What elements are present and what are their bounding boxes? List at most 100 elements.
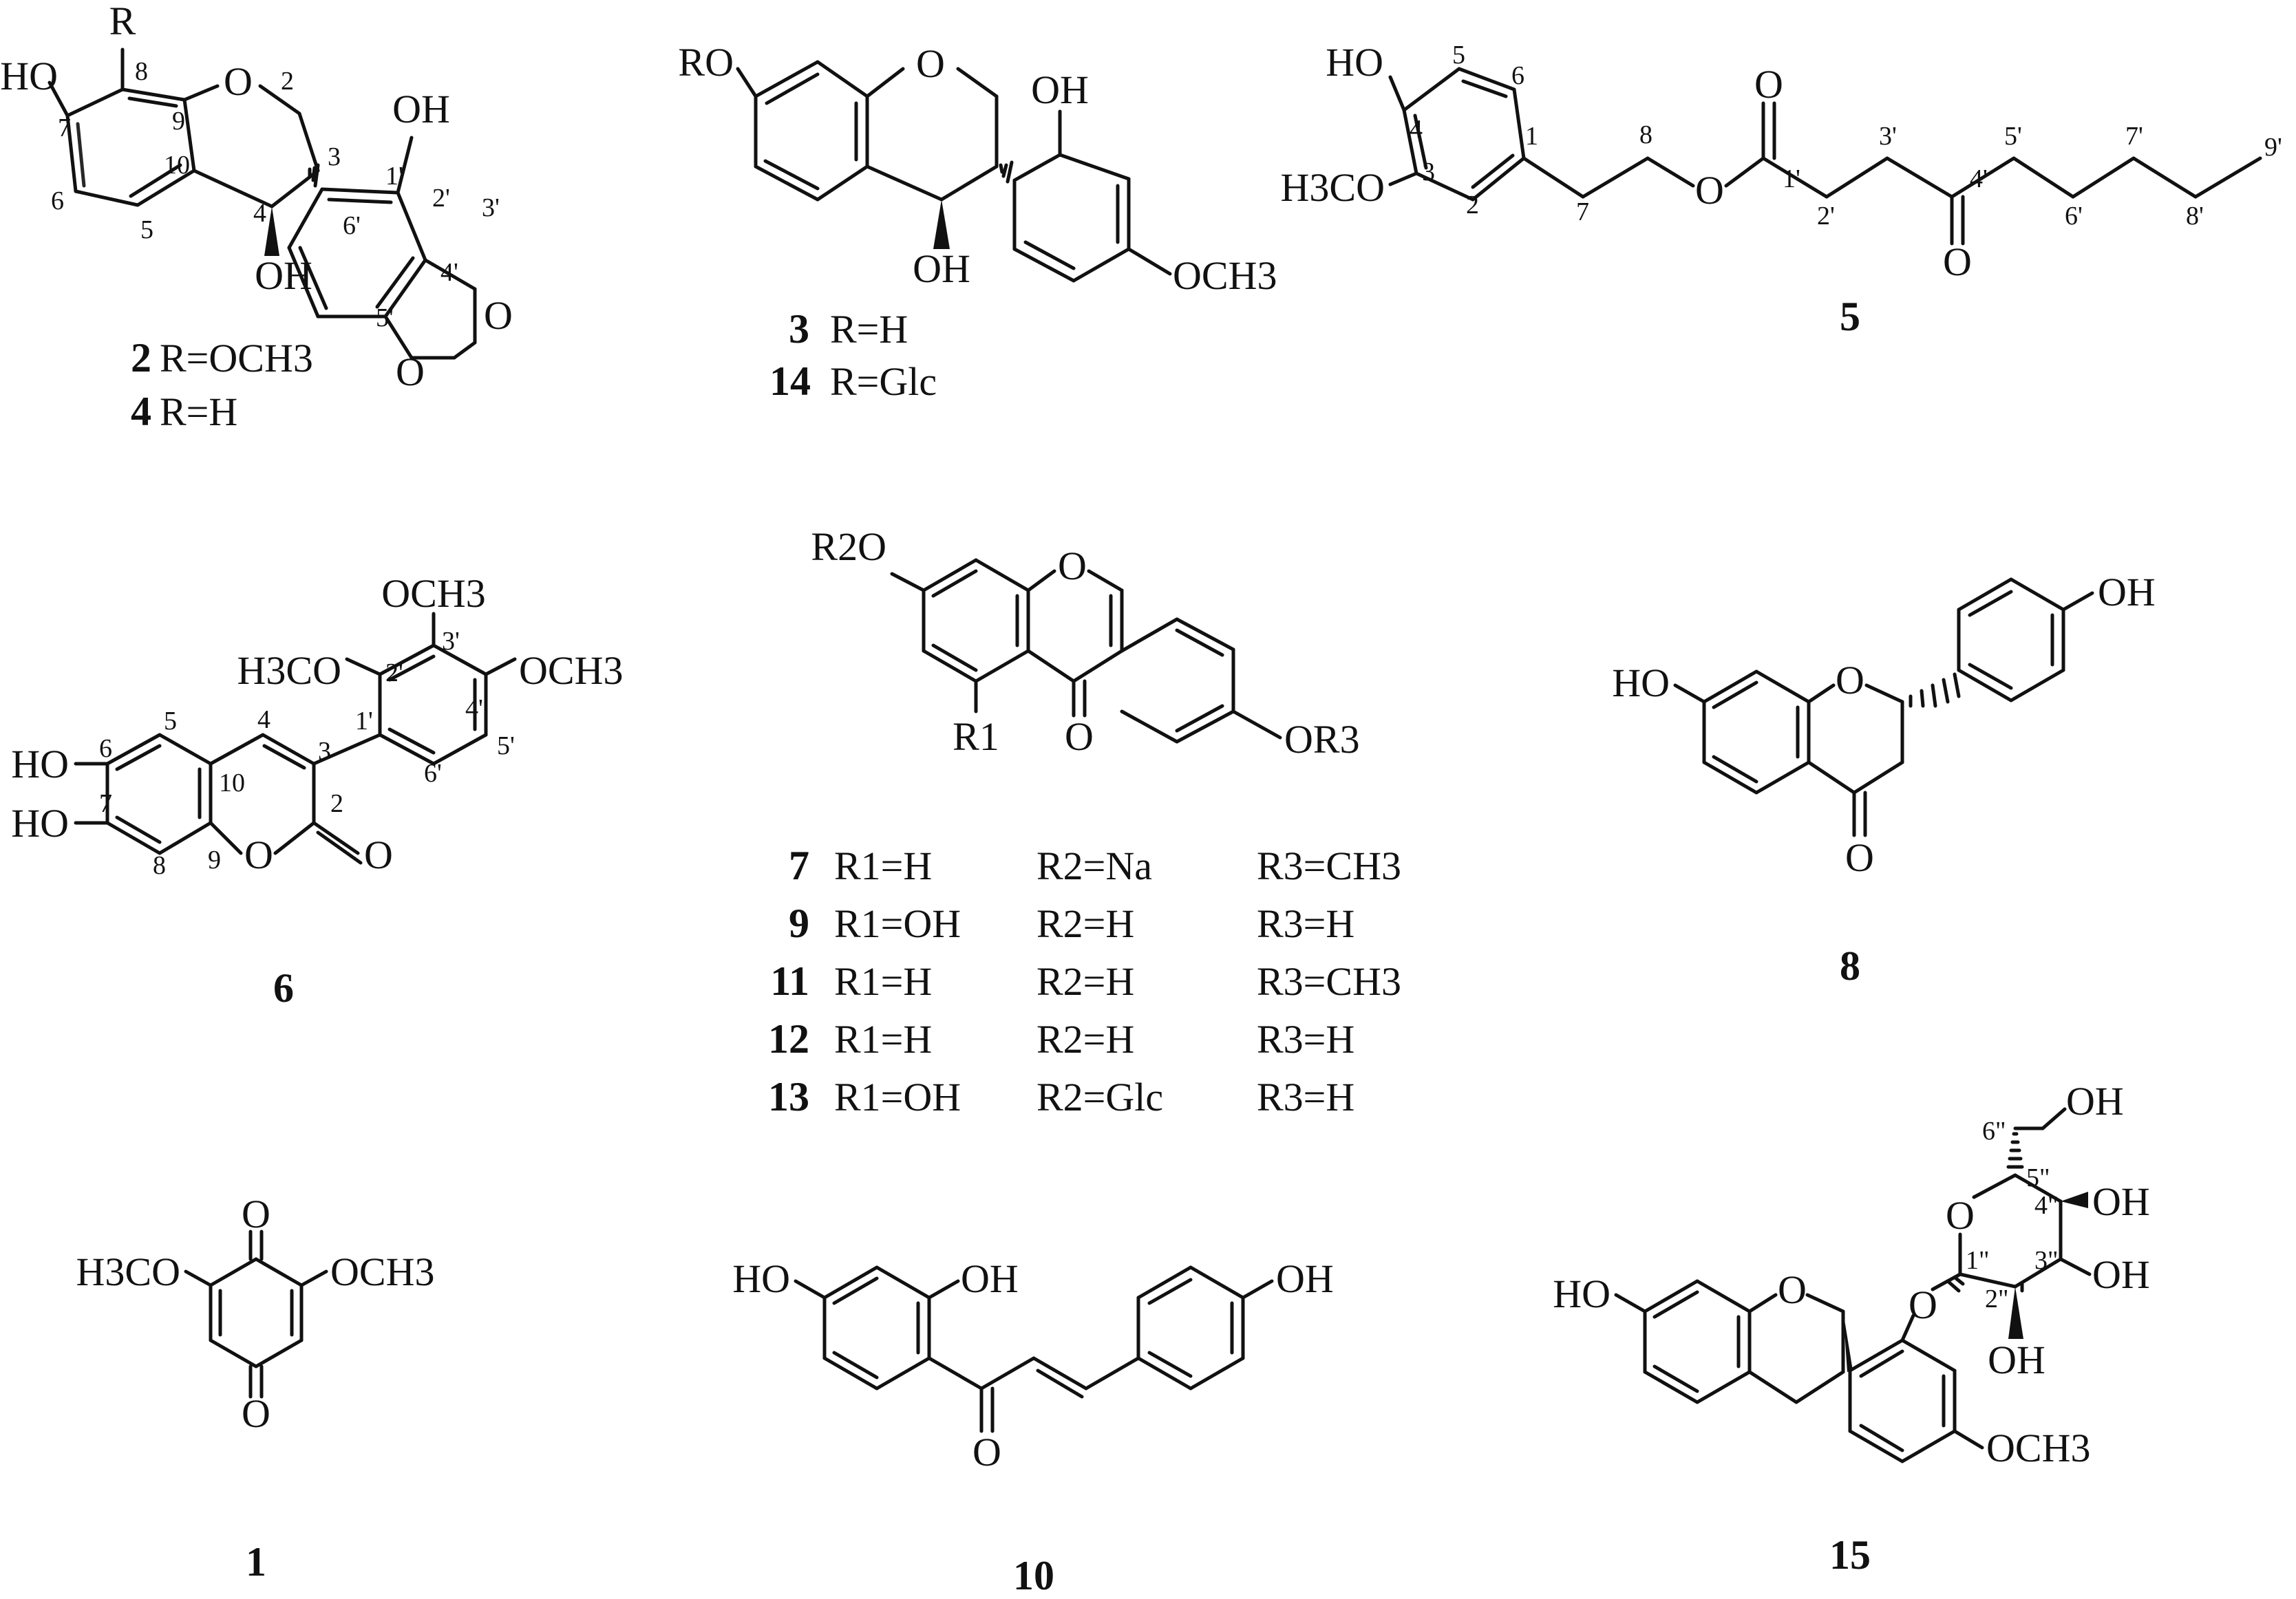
or3-label: OR3 xyxy=(1284,717,1360,762)
r2-value: R2=Na xyxy=(1037,844,1152,888)
position-number: 2 xyxy=(330,789,343,818)
position-number: 5' xyxy=(2004,122,2022,151)
r-label: R xyxy=(109,0,136,43)
compound-6: OCH3 H3CO OCH3 HO HO O O 3' 2' 4' 5 4 1'… xyxy=(11,571,623,1011)
r1-label: R1 xyxy=(953,714,999,759)
r1-value: R1=OH xyxy=(834,901,961,946)
position-number: 3 xyxy=(318,737,331,766)
position-number: 2 xyxy=(1466,191,1479,219)
position-number: 1 xyxy=(1525,122,1538,151)
methoxy-label: H3CO xyxy=(76,1249,180,1294)
position-number: 1" xyxy=(1966,1246,1990,1275)
position-number: 5' xyxy=(376,303,394,332)
wedge-bond xyxy=(933,200,950,249)
position-number: 3' xyxy=(442,627,460,656)
glycosidic-oxygen-label: O xyxy=(1909,1283,1937,1327)
compound-3-14: RO O OH OH OCH3 3 R=H 14 R=Glc xyxy=(678,40,1277,404)
hydroxy-label: OH xyxy=(961,1256,1019,1301)
r1-value: R1=H xyxy=(834,844,932,888)
compound-id: 10 xyxy=(1013,1553,1054,1598)
position-number: 4 xyxy=(253,199,266,228)
position-number: 10 xyxy=(164,151,190,180)
hydroxy-label: OH xyxy=(1031,67,1089,112)
position-number: 7' xyxy=(2125,122,2143,151)
r2o-label: R2O xyxy=(811,524,886,569)
compound-id: 7 xyxy=(789,843,809,888)
table-row: 7 R1=H R2=Na R3=CH3 xyxy=(789,843,1401,888)
methoxy-label: OCH3 xyxy=(381,571,485,616)
position-number: 3" xyxy=(2034,1246,2059,1275)
position-number: 9 xyxy=(172,107,185,136)
r3-value: R3=H xyxy=(1257,901,1354,946)
ring-oxygen-label: O xyxy=(916,41,945,86)
substituent-definition: R=OCH3 xyxy=(160,336,313,380)
substituent-definition: R=Glc xyxy=(830,359,937,404)
position-number: 1' xyxy=(385,162,403,191)
ring-oxygen-label: O xyxy=(1778,1267,1807,1312)
position-number: 6 xyxy=(1511,61,1524,90)
ring-oxygen-label: O xyxy=(1946,1193,1975,1238)
hashed-bond xyxy=(2006,1132,2024,1169)
position-number: 4' xyxy=(440,258,458,287)
compound-id: 11 xyxy=(770,958,809,1004)
hashed-bond xyxy=(1946,1276,1965,1293)
compound-id: 3 xyxy=(789,306,809,352)
position-number: 6' xyxy=(2065,202,2083,230)
compound-id: 14 xyxy=(769,358,811,404)
methoxy-label: OCH3 xyxy=(519,648,623,693)
substituent-definition: R=H xyxy=(160,389,237,434)
position-number: 8' xyxy=(2186,202,2204,230)
position-number: 5 xyxy=(140,215,153,244)
carbonyl-oxygen-label: O xyxy=(1845,835,1874,880)
methoxy-label: H3CO xyxy=(237,648,341,693)
compound-id: 8 xyxy=(1840,943,1860,989)
compound-10: HO OH OH O 10 xyxy=(732,1256,1334,1598)
hydroxy-label: OH xyxy=(1988,1338,2045,1382)
compound-id: 5 xyxy=(1840,294,1860,339)
carbonyl-oxygen-label: O xyxy=(972,1430,1001,1474)
position-number: 6 xyxy=(51,186,64,215)
r1-value: R1=H xyxy=(834,1017,932,1062)
position-number: 7 xyxy=(99,789,112,818)
position-number: 2' xyxy=(1817,202,1835,230)
ring-oxygen-label: O xyxy=(244,833,273,877)
r2-value: R2=H xyxy=(1037,1017,1134,1062)
hydroxy-label: HO xyxy=(0,54,58,98)
substituent-table: 7 R1=H R2=Na R3=CH3 9 R1=OH R2=H R3=H 11… xyxy=(768,843,1401,1119)
carbonyl-oxygen-label: O xyxy=(242,1192,270,1236)
compound-id: 2 xyxy=(131,335,151,380)
compound-id: 9 xyxy=(789,901,809,946)
position-number: 6' xyxy=(343,211,361,240)
hydroxy-label: HO xyxy=(732,1256,790,1301)
methoxy-label: OCH3 xyxy=(1173,253,1277,298)
substituent-definition: R=H xyxy=(830,307,908,352)
r2-value: R2=H xyxy=(1037,959,1134,1004)
ro-label: RO xyxy=(678,40,734,85)
ring-oxygen-label: O xyxy=(396,350,425,394)
ring-oxygen-label: O xyxy=(484,293,513,338)
position-number: 4' xyxy=(465,694,483,723)
position-number: 2" xyxy=(1985,1285,2009,1313)
r3-value: R3=CH3 xyxy=(1257,844,1401,888)
wedge-bond xyxy=(2061,1192,2088,1208)
hydroxy-label: OH xyxy=(1276,1256,1334,1301)
position-number: 3 xyxy=(1422,158,1435,186)
compound-id: 13 xyxy=(768,1074,809,1119)
position-number: 4 xyxy=(1410,115,1423,144)
r1-value: R1=H xyxy=(834,959,932,1004)
compound-15: OH HO O O O OH OH OH OCH3 6" 5" 4" 1" 3"… xyxy=(1553,1079,2150,1578)
compound-2-4: R HO O OH OH O O 8 9 2 7 10 3 1' 2' 3' 6… xyxy=(0,0,513,434)
position-number: 2' xyxy=(385,658,403,687)
table-row: 9 R1=OH R2=H R3=H xyxy=(789,901,1354,946)
position-number: 5" xyxy=(2026,1163,2050,1192)
hydroxy-label: OH xyxy=(392,87,450,131)
ring-oxygen-label: O xyxy=(1058,544,1087,588)
carbonyl-oxygen-label: O xyxy=(242,1391,270,1436)
table-row: 11 R1=H R2=H R3=CH3 xyxy=(770,958,1401,1004)
hydroxy-label: OH xyxy=(2066,1079,2124,1124)
methoxy-label: H3CO xyxy=(1281,165,1385,210)
position-number: 3 xyxy=(328,142,341,171)
r2-value: R2=Glc xyxy=(1037,1075,1163,1119)
position-number: 7 xyxy=(58,114,71,142)
hydroxy-label: OH xyxy=(913,246,970,291)
